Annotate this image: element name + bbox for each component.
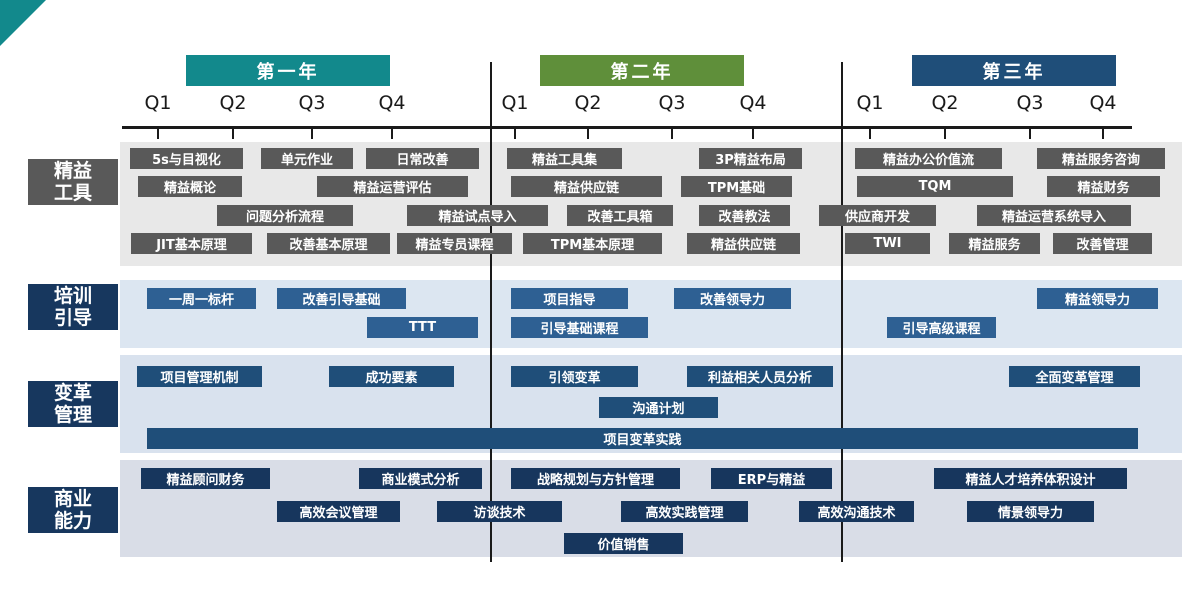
course-item: TQM [857, 176, 1013, 197]
axis-tick [869, 126, 871, 139]
course-item: 精益领导力 [1037, 288, 1158, 309]
quarter-label: Q4 [378, 92, 406, 114]
course-item: 引导基础课程 [511, 317, 648, 338]
timeline-axis [122, 126, 1132, 129]
corner-decoration [0, 0, 46, 46]
axis-tick [944, 126, 946, 139]
quarter-label: Q3 [658, 92, 686, 114]
quarter-label: Q3 [298, 92, 326, 114]
axis-tick [587, 126, 589, 139]
course-item: ERP与精益 [711, 468, 832, 489]
year-divider-2 [841, 62, 843, 562]
course-item: 问题分析流程 [217, 205, 353, 226]
course-item: TPM基础 [681, 176, 792, 197]
axis-tick [1029, 126, 1031, 139]
quarter-label: Q1 [144, 92, 172, 114]
course-item: 高效沟通技术 [799, 501, 914, 522]
course-item: 改善领导力 [674, 288, 791, 309]
row-label-business-capability: 商业 能力 [28, 487, 118, 533]
row-label-lean-tools: 精益 工具 [28, 159, 118, 205]
course-item: 精益工具集 [507, 148, 622, 169]
course-item: 价值销售 [564, 533, 683, 554]
course-item: 精益供应链 [511, 176, 662, 197]
course-item: 沟通计划 [599, 397, 718, 418]
course-item: JIT基本原理 [131, 233, 252, 254]
course-item: 精益概论 [138, 176, 242, 197]
course-item: 精益运营评估 [317, 176, 468, 197]
axis-tick [671, 126, 673, 139]
row-label-change-management: 变革 管理 [28, 381, 118, 427]
year-header-2: 第二年 [540, 55, 744, 86]
course-item: 日常改善 [366, 148, 479, 169]
quarter-label: Q4 [739, 92, 767, 114]
course-item: 精益服务 [949, 233, 1040, 254]
quarter-label: Q1 [501, 92, 529, 114]
year-divider-1 [490, 62, 492, 562]
course-item: TWI [845, 233, 930, 254]
course-item: 精益人才培养体积设计 [934, 468, 1127, 489]
course-item: 单元作业 [261, 148, 353, 169]
course-item: 5s与目视化 [130, 148, 243, 169]
quarter-label: Q2 [574, 92, 602, 114]
course-item: TTT [367, 317, 478, 338]
axis-tick [752, 126, 754, 139]
course-item: 全面变革管理 [1009, 366, 1140, 387]
axis-tick [514, 126, 516, 139]
course-item: 战略规划与方针管理 [511, 468, 680, 489]
course-item: 利益相关人员分析 [687, 366, 833, 387]
course-item: TPM基本原理 [523, 233, 662, 254]
course-item: 项目变革实践 [147, 428, 1138, 449]
course-item: 精益供应链 [687, 233, 800, 254]
course-item: 情景领导力 [967, 501, 1094, 522]
quarter-label: Q2 [219, 92, 247, 114]
row-label-training-facilitation: 培训 引导 [28, 284, 118, 330]
course-item: 精益财务 [1047, 176, 1160, 197]
course-item: 改善引导基础 [277, 288, 406, 309]
year-header-1: 第一年 [186, 55, 390, 86]
course-item: 改善管理 [1053, 233, 1152, 254]
quarter-label: Q3 [1016, 92, 1044, 114]
year-header-3: 第三年 [912, 55, 1116, 86]
course-item: 改善教法 [699, 205, 790, 226]
course-item: 精益运营系统导入 [977, 205, 1131, 226]
course-item: 改善工具箱 [567, 205, 673, 226]
quarter-label: Q4 [1089, 92, 1117, 114]
axis-tick [391, 126, 393, 139]
course-item: 项目指导 [511, 288, 628, 309]
axis-tick [232, 126, 234, 139]
axis-tick [1102, 126, 1104, 139]
course-item: 高效实践管理 [621, 501, 748, 522]
course-item: 高效会议管理 [277, 501, 400, 522]
course-item: 访谈技术 [437, 501, 562, 522]
course-item: 一周一标杆 [147, 288, 256, 309]
course-item: 成功要素 [329, 366, 454, 387]
course-item: 精益试点导入 [407, 205, 548, 226]
course-item: 精益办公价值流 [855, 148, 1002, 169]
course-item: 3P精益布局 [699, 148, 802, 169]
course-item: 精益服务咨询 [1037, 148, 1165, 169]
course-item: 改善基本原理 [267, 233, 390, 254]
course-item: 供应商开发 [819, 205, 936, 226]
course-item: 精益顾问财务 [141, 468, 270, 489]
quarter-label: Q2 [931, 92, 959, 114]
quarter-label: Q1 [856, 92, 884, 114]
course-item: 精益专员课程 [397, 233, 512, 254]
axis-tick [311, 126, 313, 139]
course-item: 引领变革 [511, 366, 638, 387]
course-item: 项目管理机制 [137, 366, 262, 387]
course-item: 商业模式分析 [359, 468, 482, 489]
axis-tick [157, 126, 159, 139]
course-item: 引导高级课程 [887, 317, 996, 338]
